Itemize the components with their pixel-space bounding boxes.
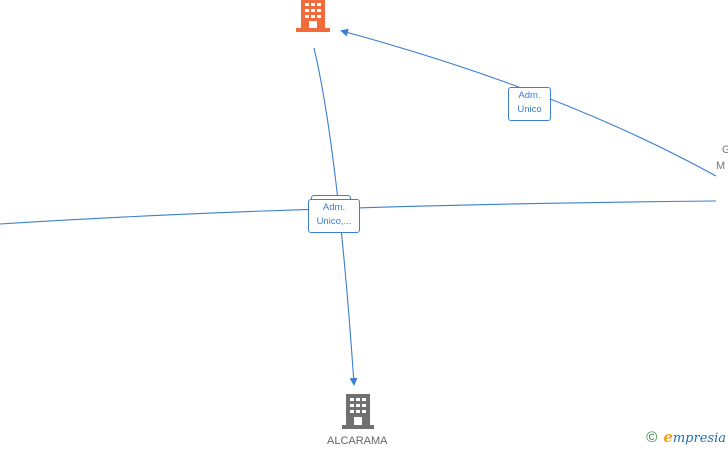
- brand-logo: empresia: [663, 428, 726, 446]
- building-icon: [296, 0, 330, 32]
- edge-label-line1: Adm.: [322, 202, 346, 213]
- edge-top-to-bottom: [313, 47, 358, 386]
- copyright-icon: ©: [646, 428, 658, 446]
- top-company-node[interactable]: [296, 0, 330, 34]
- edge-label-right-to-top[interactable]: Adm. Unico: [508, 87, 551, 121]
- edge-label-center[interactable]: Adm. Unico,...: [308, 199, 360, 233]
- right-person-label-line2: M: [716, 160, 726, 172]
- bottom-company-node[interactable]: [342, 394, 374, 430]
- building-icon: [342, 394, 374, 429]
- empresia-watermark: © empresia: [646, 428, 726, 446]
- edge-label-line2: Unico,...: [316, 216, 352, 227]
- right-person-label[interactable]: G M: [716, 142, 728, 174]
- bottom-company-label[interactable]: ALCARAMA: [327, 435, 388, 447]
- right-person-label-line1: G: [722, 144, 728, 156]
- edge-label-line2: Unico: [517, 104, 542, 115]
- edge-label-line1: Adm.: [518, 90, 541, 101]
